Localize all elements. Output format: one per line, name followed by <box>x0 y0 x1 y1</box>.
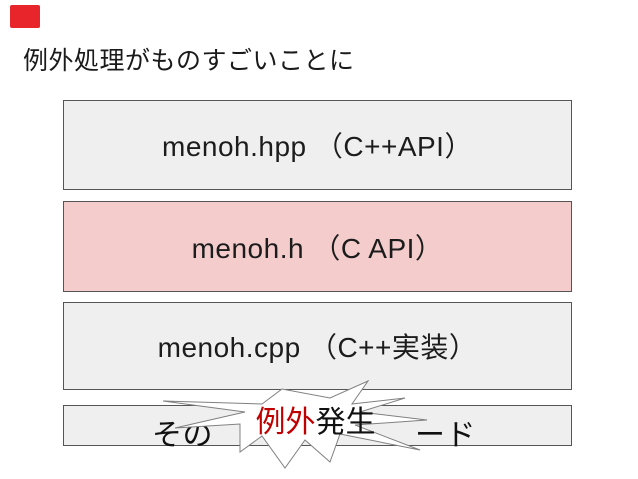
burst-text-occurred: 発生 <box>315 406 376 439</box>
layer-label-menoh-cpp: menoh.cpp （C++実装） <box>157 332 478 363</box>
layer-box-menoh-hpp: menoh.hpp （C++API） <box>63 100 572 190</box>
layer-box-menoh-cpp: menoh.cpp （C++実装） <box>63 302 572 390</box>
burst-text-exception: 例外 <box>255 406 316 439</box>
layer-label-menoh-hpp: menoh.hpp （C++API） <box>162 131 473 162</box>
layer-label-menoh-h: menoh.h （C API） <box>191 232 444 264</box>
explosion-burst-shape <box>162 379 428 469</box>
user-code-text-right: ード <box>415 419 476 452</box>
red-marker <box>10 5 40 28</box>
slide-title: 例外処理がものすごいことに <box>23 47 355 75</box>
layer-box-menoh-h: menoh.h （C API） <box>63 201 572 292</box>
burst-text: 例外発生 <box>243 407 388 439</box>
